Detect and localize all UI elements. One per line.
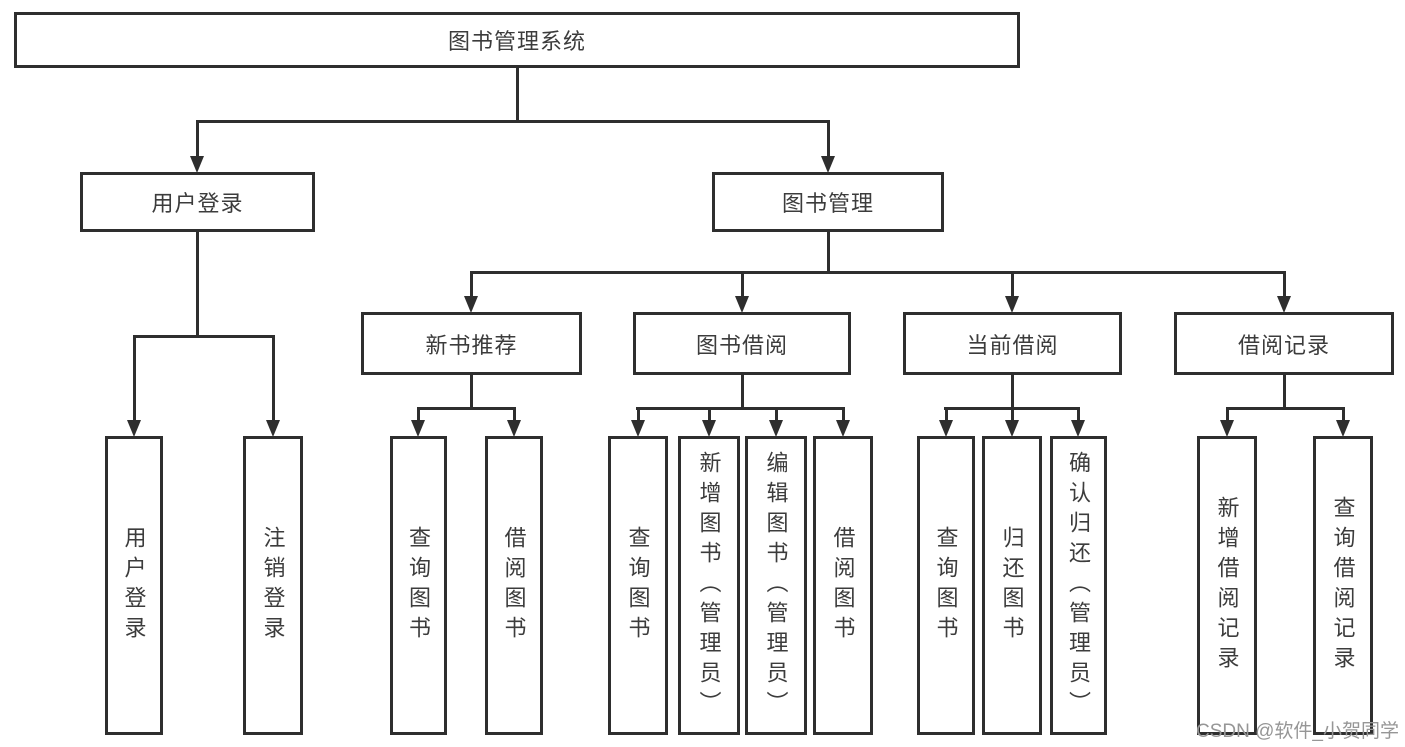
leaf-label: 查询图书 [625, 525, 651, 646]
arrow-down-icon [1336, 420, 1350, 437]
arrow-down-icon [1277, 296, 1291, 313]
node-label: 用户登录 [151, 191, 244, 216]
node-label: 图书管理 [781, 191, 874, 216]
connector-drop-new-book [470, 271, 473, 298]
connector-new-book-rail [417, 407, 515, 410]
connector-new-book-stem [470, 375, 473, 407]
connector-drop-book-borrow [741, 271, 744, 298]
leaf-edit-books-admin: 编辑图书（管理员） [745, 436, 807, 735]
leaf-label: 借阅图书 [501, 525, 527, 646]
arrow-down-icon [631, 420, 645, 437]
connector-drop-leaf [513, 407, 516, 422]
connector-drop-leaf [272, 335, 275, 422]
connector-borrow-records-rail [1226, 407, 1344, 410]
connector-drop-leaf [842, 407, 845, 422]
node-current-borrowing: 当前借阅 [903, 312, 1122, 375]
arrow-down-icon [507, 420, 521, 437]
leaf-add-borrow-record: 新增借阅记录 [1197, 436, 1257, 735]
arrow-down-icon [127, 420, 141, 437]
leaf-confirm-return-admin: 确认归还（管理员） [1050, 436, 1107, 735]
connector-drop-leaf [1342, 407, 1345, 422]
leaf-label: 注销登录 [260, 525, 286, 646]
connector-drop-leaf [775, 407, 778, 422]
leaf-query-books-borrowing: 查询图书 [608, 436, 668, 735]
connector-book-borrow-stem [741, 375, 744, 407]
connector-drop-book-mgmt [827, 120, 830, 158]
leaf-borrow-books: 借阅图书 [813, 436, 873, 735]
connector-borrow-records-stem [1283, 375, 1286, 407]
node-label: 借阅记录 [1237, 332, 1330, 358]
leaf-label: 新增借阅记录 [1214, 495, 1240, 676]
connector-drop-leaf [708, 407, 711, 422]
connector-drop-leaf [637, 407, 640, 422]
arrow-down-icon [821, 156, 835, 173]
leaf-add-books-admin: 新增图书（管理员） [678, 436, 740, 735]
connector-user-login-rail [133, 335, 274, 338]
arrow-down-icon [702, 420, 716, 437]
node-library-management-system: 图书管理系统 [14, 12, 1020, 68]
connector-drop-leaf [1077, 407, 1080, 422]
connector-book-mgmt-stem [827, 232, 830, 271]
node-label: 当前借阅 [966, 332, 1059, 358]
node-label: 图书借阅 [695, 332, 788, 358]
connector-drop-leaf [417, 407, 420, 422]
leaf-label: 查询图书 [406, 525, 432, 646]
leaf-label: 确认归还（管理员） [1066, 450, 1092, 721]
connector-drop-leaf [133, 335, 136, 422]
node-label: 新书推荐 [425, 332, 518, 358]
connector-root-stem [516, 68, 519, 120]
connector-drop-leaf [1011, 407, 1014, 422]
node-new-book-recommend: 新书推荐 [361, 312, 582, 375]
node-user-login: 用户登录 [80, 172, 315, 232]
connector-current-borrow-stem [1011, 375, 1014, 407]
node-borrow-records: 借阅记录 [1174, 312, 1394, 375]
leaf-label: 归还图书 [999, 525, 1025, 646]
arrow-down-icon [411, 420, 425, 437]
arrow-down-icon [464, 296, 478, 313]
node-book-borrowing: 图书借阅 [633, 312, 851, 375]
node-label: 图书管理系统 [447, 29, 586, 54]
leaf-label: 新增图书（管理员） [696, 450, 722, 721]
arrow-down-icon [1220, 420, 1234, 437]
leaf-logout: 注销登录 [243, 436, 303, 735]
leaf-label: 查询图书 [933, 525, 959, 646]
connector-drop-borrow-records [1283, 271, 1286, 298]
connector-drop-user-login [196, 120, 199, 158]
leaf-label: 借阅图书 [830, 525, 856, 646]
leaf-query-borrow-record: 查询借阅记录 [1313, 436, 1373, 735]
arrow-down-icon [266, 420, 280, 437]
connector-drop-leaf [945, 407, 948, 422]
arrow-down-icon [190, 156, 204, 173]
leaf-label: 用户登录 [121, 525, 147, 646]
arrow-down-icon [1005, 296, 1019, 313]
arrow-down-icon [735, 296, 749, 313]
csdn-watermark: CSDN @软件_小贺同学 [1196, 721, 1399, 742]
leaf-return-books: 归还图书 [982, 436, 1042, 735]
connector-level3-rail [470, 271, 1285, 274]
leaf-borrow-books-recommend: 借阅图书 [485, 436, 543, 735]
leaf-query-books-recommend: 查询图书 [390, 436, 447, 735]
arrow-down-icon [836, 420, 850, 437]
connector-user-login-stem [196, 232, 199, 335]
leaf-label: 编辑图书（管理员） [763, 450, 789, 721]
leaf-label: 查询借阅记录 [1330, 495, 1356, 676]
arrow-down-icon [769, 420, 783, 437]
arrow-down-icon [1005, 420, 1019, 437]
node-book-management: 图书管理 [712, 172, 944, 232]
connector-level2-rail [196, 120, 830, 123]
leaf-user-login: 用户登录 [105, 436, 163, 735]
connector-drop-current-borrow [1011, 271, 1014, 298]
leaf-query-books-current: 查询图书 [917, 436, 975, 735]
connector-book-borrow-rail [636, 407, 844, 410]
connector-drop-leaf [1226, 407, 1229, 422]
arrow-down-icon [939, 420, 953, 437]
arrow-down-icon [1071, 420, 1085, 437]
